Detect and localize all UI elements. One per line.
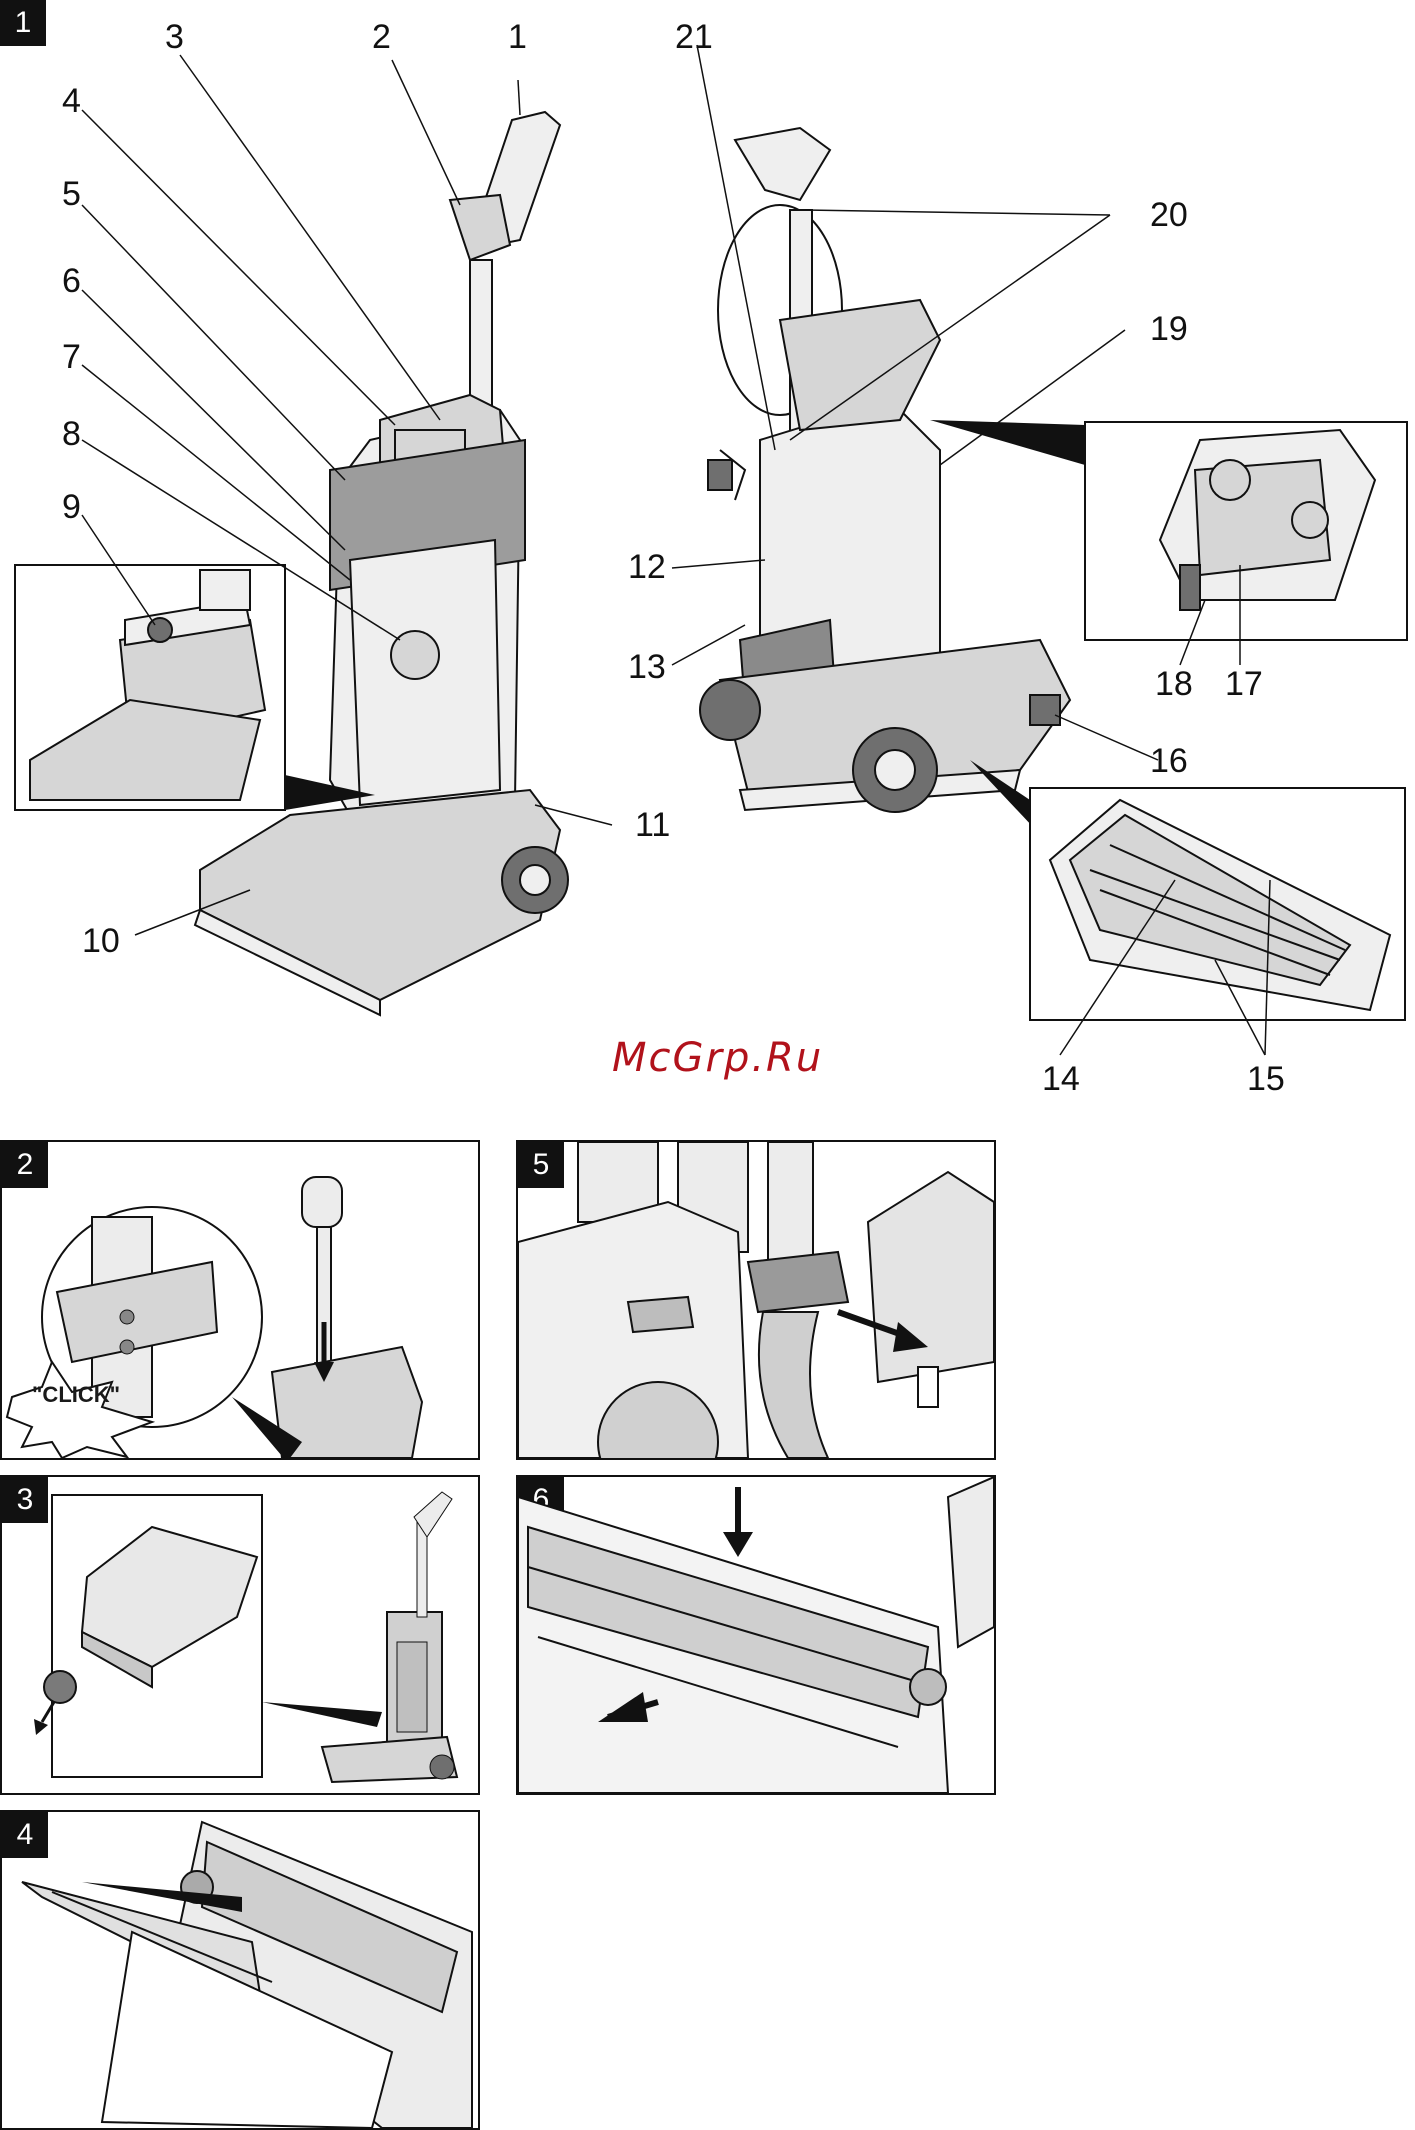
callout-2: 2 bbox=[372, 18, 391, 57]
watermark-text: McGrp.Ru bbox=[612, 1035, 823, 1081]
callout-8: 8 bbox=[62, 415, 81, 454]
callout-17: 17 bbox=[1225, 665, 1263, 704]
click-label: "CLICK" bbox=[32, 1382, 120, 1408]
callout-20: 20 bbox=[1150, 196, 1188, 235]
panel-2: 2 "CLICK" bbox=[0, 1140, 480, 1460]
rear-view-machine bbox=[700, 128, 1085, 845]
panel-3: 3 bbox=[0, 1475, 480, 1795]
callout-19: 19 bbox=[1150, 310, 1188, 349]
callout-12: 12 bbox=[628, 548, 666, 587]
callout-13: 13 bbox=[628, 648, 666, 687]
callout-11: 11 bbox=[635, 806, 670, 845]
callout-14: 14 bbox=[1042, 1060, 1080, 1099]
callout-9: 9 bbox=[62, 488, 81, 527]
callout-6: 6 bbox=[62, 262, 81, 301]
panel-4: 4 bbox=[0, 1810, 480, 2130]
panel-5: 5 bbox=[516, 1140, 996, 1460]
callout-1: 1 bbox=[508, 18, 527, 57]
callout-21: 21 bbox=[675, 18, 713, 57]
panel-6: 6 bbox=[516, 1475, 996, 1795]
front-view-machine bbox=[195, 112, 568, 1015]
callout-18: 18 bbox=[1155, 665, 1193, 704]
callout-16: 16 bbox=[1150, 742, 1188, 781]
callout-10: 10 bbox=[82, 922, 120, 961]
callout-15: 15 bbox=[1247, 1060, 1285, 1099]
callout-4: 4 bbox=[62, 82, 81, 121]
callout-3: 3 bbox=[165, 18, 184, 57]
callout-7: 7 bbox=[62, 338, 81, 377]
callout-5: 5 bbox=[62, 175, 81, 214]
